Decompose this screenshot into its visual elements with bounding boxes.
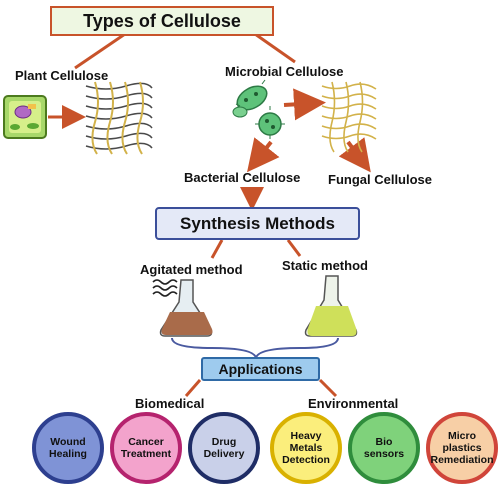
application-circle-label: Drug Delivery	[203, 436, 245, 460]
arrow-to-bacterial	[247, 137, 280, 173]
connector-applications-environmental	[318, 378, 338, 398]
connector-synthesis-static	[286, 239, 302, 257]
types-of-cellulose-title: Types of Cellulose	[50, 6, 274, 36]
applications-box: Applications	[201, 357, 320, 381]
application-circle-label: Micro plastics Remediation	[430, 430, 494, 466]
bacterial-cellulose-label: Bacterial Cellulose	[184, 170, 301, 185]
application-circle-label: Cancer Treatment	[120, 436, 172, 460]
application-circle: Micro plastics Remediation	[426, 412, 498, 484]
agitated-flask-icon	[152, 279, 213, 337]
application-circle-label: Bio sensors	[363, 436, 405, 460]
application-circle: Drug Delivery	[188, 412, 260, 484]
application-circle: Bio sensors	[348, 412, 420, 484]
application-circle: Heavy Metals Detection	[270, 412, 342, 484]
application-circle-label: Heavy Metals Detection	[282, 430, 330, 466]
connector-title-microbial	[254, 32, 296, 64]
static-method-label: Static method	[282, 258, 368, 273]
curly-brace	[171, 337, 339, 359]
agitated-method-label: Agitated method	[140, 262, 243, 277]
synthesis-methods-box: Synthesis Methods	[155, 207, 360, 240]
application-circle: Wound Healing	[32, 412, 104, 484]
fungal-fiber-icon	[321, 81, 377, 153]
static-flask-icon	[304, 275, 358, 337]
connector-title-plant	[74, 32, 126, 70]
plant-cellulose-label: Plant Cellulose	[15, 68, 109, 83]
environmental-label: Environmental	[308, 396, 399, 411]
bacteria-icon	[232, 79, 285, 139]
microbial-cellulose-label: Microbial Cellulose	[225, 64, 344, 79]
biomedical-label: Biomedical	[135, 396, 205, 411]
application-circle: Cancer Treatment	[110, 412, 182, 484]
arrow-to-fungal	[338, 137, 371, 173]
fungal-cellulose-label: Fungal Cellulose	[328, 172, 433, 187]
plant-cell-icon	[3, 95, 47, 139]
plant-fiber-icon	[85, 81, 153, 155]
arrow-bacteria-fungal-fiber	[283, 88, 326, 121]
connector-applications-biomedical	[184, 379, 202, 397]
connector-synthesis-agitated	[210, 239, 224, 259]
application-circle-label: Wound Healing	[49, 436, 87, 460]
